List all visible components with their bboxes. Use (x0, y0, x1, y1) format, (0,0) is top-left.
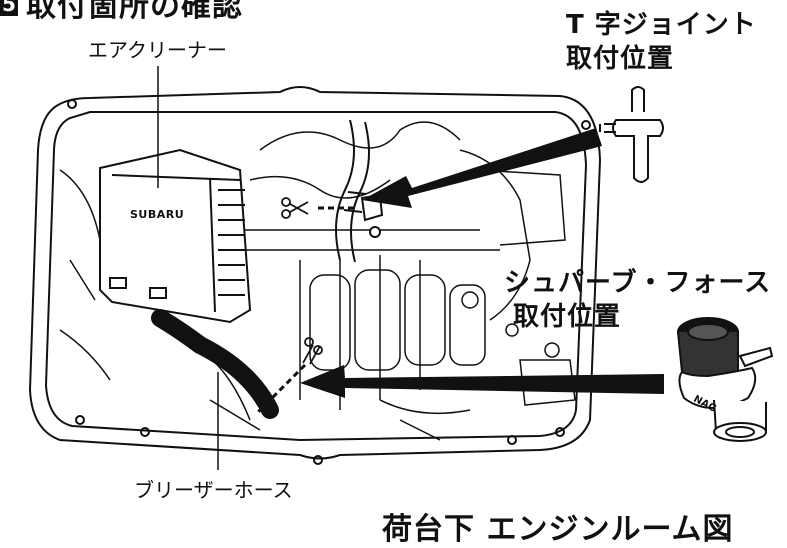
breather-cut-line (256, 363, 307, 414)
t-joint-part (599, 86, 664, 183)
shupaabu-arrow (300, 365, 664, 398)
engine-detail (59, 121, 576, 441)
t-joint-arrow (362, 128, 602, 208)
page-heading: 5 取付箇所の確認 (0, 0, 243, 24)
page-title: 取付箇所の確認 (26, 0, 243, 24)
shupaabu-force-device (677, 317, 774, 442)
step-badge: 5 (0, 0, 18, 16)
t-joint-label-line1: T 字ジョイント (566, 10, 757, 40)
upper-hose (335, 119, 370, 263)
air-cleaner-brand: SUBARU (130, 208, 184, 221)
shupaabu-label-line2: 取付位置 (513, 302, 622, 332)
scissors-icon (302, 337, 323, 365)
diagram-caption: 荷台下 エンジンルーム図 (382, 512, 734, 547)
scissors-icon (281, 197, 309, 219)
air-cleaner-label: エアクリーナー (88, 38, 227, 62)
air-cleaner-box (99, 148, 252, 324)
engine-bay-frame (28, 86, 602, 465)
breather-hose (151, 309, 279, 419)
t-joint-label-line2: 取付位置 (566, 44, 675, 74)
breather-hose-label: ブリーザーホース (134, 478, 293, 502)
shupaabu-label-line1: シュパーブ・フォース (504, 268, 772, 298)
